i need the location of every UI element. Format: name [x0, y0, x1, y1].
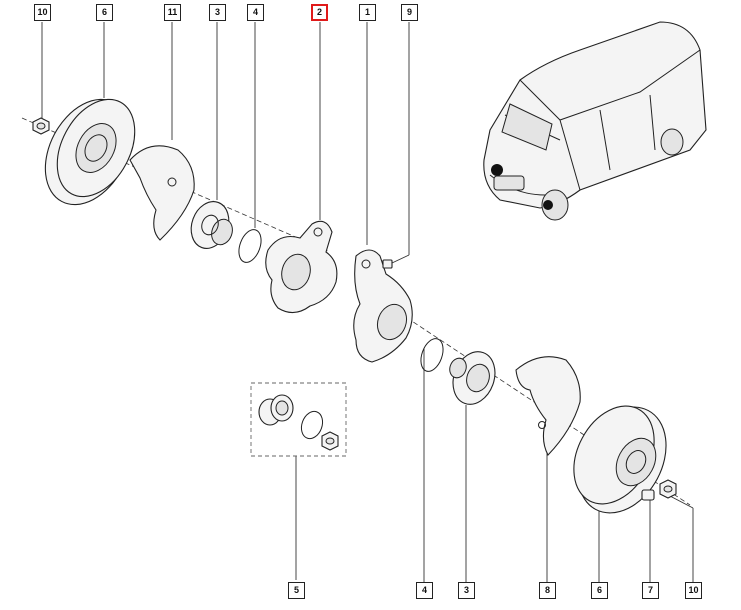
callout-6-top[interactable]: 6 — [96, 4, 113, 21]
bearing-kit-group — [250, 382, 347, 457]
steering-knuckle-icon — [265, 220, 338, 314]
callout-1-top[interactable]: 1 — [359, 4, 376, 21]
callout-7-bottom[interactable]: 7 — [642, 582, 659, 599]
wheel-hub-icon — [449, 351, 496, 405]
circlip-icon — [300, 410, 324, 440]
brake-disc-icon — [44, 98, 136, 206]
callout-10-top[interactable]: 10 — [34, 4, 51, 21]
callout-9-top[interactable]: 9 — [401, 4, 418, 21]
circlip-icon — [238, 229, 262, 263]
brake-disc-icon — [573, 405, 667, 514]
callout-3-bottom[interactable]: 3 — [458, 582, 475, 599]
hub-nut-icon — [321, 431, 339, 451]
callout-6-bottom[interactable]: 6 — [591, 582, 608, 599]
van-illustration-icon — [483, 21, 707, 221]
wheel-hub-icon — [190, 201, 233, 249]
callout-3-top[interactable]: 3 — [209, 4, 226, 21]
dust-shield-icon — [129, 145, 195, 241]
hub-nut-icon — [659, 479, 677, 499]
callout-4-top[interactable]: 4 — [247, 4, 264, 21]
leader-lines — [41, 22, 694, 582]
callout-5-bottom[interactable]: 5 — [288, 582, 305, 599]
callout-8-bottom[interactable]: 8 — [539, 582, 556, 599]
callout-11-top[interactable]: 11 — [164, 4, 181, 21]
callout-2-selected[interactable]: 2 — [311, 4, 328, 21]
wheel-bearing-icon — [258, 394, 294, 426]
hub-nut-icon — [32, 117, 50, 135]
callout-4-bottom[interactable]: 4 — [416, 582, 433, 599]
bolt-icon — [641, 489, 655, 501]
steering-knuckle-icon — [353, 249, 413, 363]
circlip-icon — [420, 338, 444, 372]
bolt-icon — [382, 259, 393, 269]
dust-shield-icon — [515, 356, 581, 456]
callout-10-bottom[interactable]: 10 — [685, 582, 702, 599]
